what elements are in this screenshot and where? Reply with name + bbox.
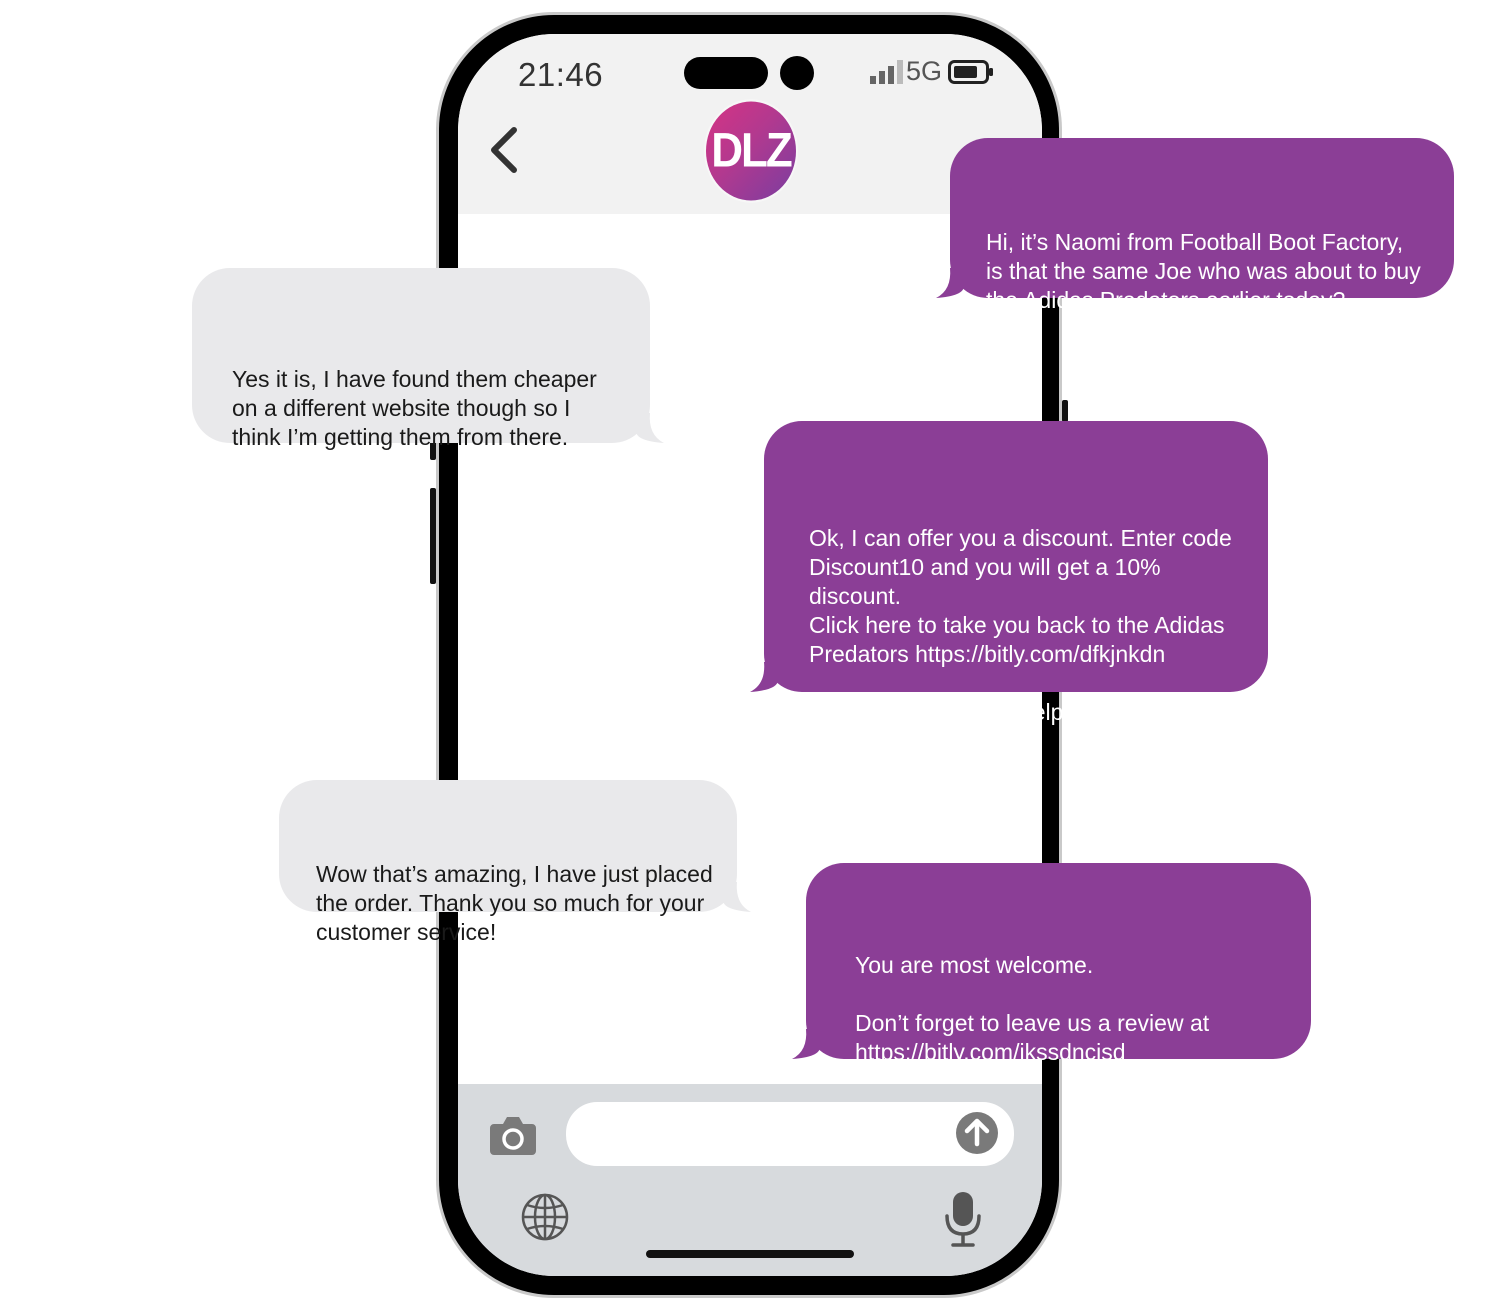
message-text: You are most welcome. Don’t forget to le… [855,952,1210,1065]
network-label: 5G [906,56,943,86]
bubble-tail [723,882,751,912]
compose-bar [458,1084,1042,1276]
message-text: Ok, I can offer you a discount. Enter co… [809,525,1232,754]
message-text: Wow that’s amazing, I have just placed t… [316,861,713,945]
message-bubble-customer: Wow that’s amazing, I have just placed t… [279,780,751,945]
bubble-tail [792,1029,820,1059]
microphone-icon[interactable] [944,1190,982,1248]
message-input[interactable] [566,1102,1014,1166]
camera-icon[interactable] [488,1114,538,1156]
message-bubble-customer: Yes it is, I have found them cheaper on … [192,268,664,450]
signal-icon [870,60,903,84]
status-time: 21:46 [518,56,604,93]
message-text: Hi, it’s Naomi from Football Boot Factor… [986,229,1421,313]
contact-logo[interactable]: DLZ [706,101,796,201]
message-bubble-business: You are most welcome. Don’t forget to le… [792,863,1311,1065]
message-text: Yes it is, I have found them cheaper on … [232,366,597,450]
bubble-tail [636,413,664,443]
conversation-header: 21:46 5G DLZ [458,34,1042,214]
home-indicator [646,1250,854,1258]
globe-icon[interactable] [520,1192,570,1242]
arrow-up-circle-icon[interactable] [956,1112,998,1154]
message-bubble-business: Ok, I can offer you a discount. Enter co… [750,421,1268,754]
bubble-tail [936,268,964,298]
message-bubble-business: Hi, it’s Naomi from Football Boot Factor… [936,138,1454,313]
chevron-left-icon[interactable] [486,126,522,174]
power-button [1062,400,1068,422]
volume-button [430,440,436,460]
volume-button [430,488,436,584]
phone-screen: 21:46 5G DLZ [458,34,1042,1276]
front-camera [780,56,814,90]
battery-icon [948,60,993,84]
bubble-tail [750,662,778,692]
dynamic-island [684,57,768,89]
